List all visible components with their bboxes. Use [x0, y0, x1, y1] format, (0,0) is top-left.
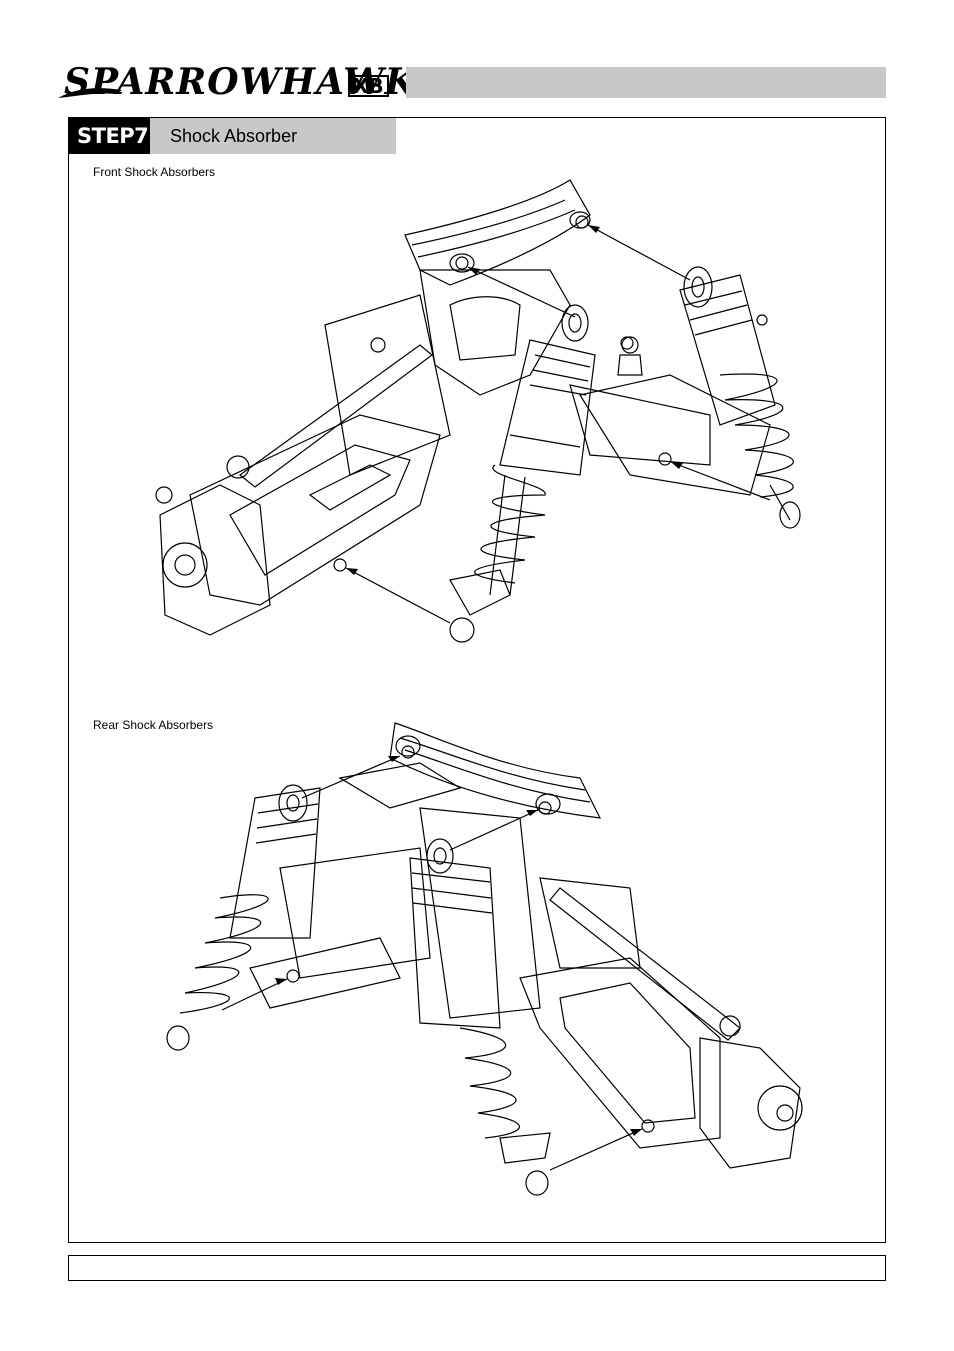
- step-badge: STEP7: [69, 118, 164, 154]
- step-title-bar: [150, 118, 396, 154]
- brand-suffix: XB: [348, 75, 389, 97]
- content-frame: [68, 117, 886, 1243]
- rear-caption: Rear Shock Absorbers: [93, 718, 214, 732]
- rear-shock-diagram: [166, 722, 803, 1196]
- footer-box: [68, 1255, 886, 1281]
- header-bar: [406, 67, 886, 98]
- front-shock-diagram: [155, 179, 801, 643]
- step-arrow-icon: [69, 118, 164, 154]
- brand-logo: SPARROWHAWK XB: [56, 58, 416, 110]
- logo-swoosh-icon: [58, 88, 122, 98]
- front-caption: Front Shock Absorbers: [93, 165, 216, 179]
- step-number: STEP7: [77, 124, 149, 148]
- step-title: Shock Absorber: [170, 126, 298, 146]
